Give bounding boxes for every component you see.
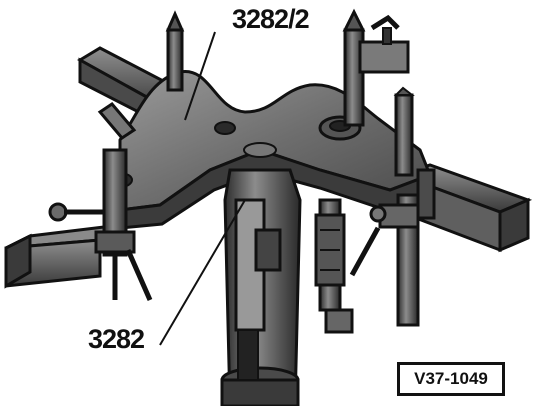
leader-line-upper (184, 31, 216, 121)
center-spindle (314, 198, 354, 334)
top-stud-left (165, 10, 185, 92)
part-label-3282: 3282 (88, 324, 145, 354)
part-label-3282-2: 3282/2 (232, 4, 310, 34)
left-upright (48, 102, 153, 302)
lift-column (220, 168, 302, 406)
top-clamp-right (342, 8, 410, 127)
figure-reference-box: V37-1049 (397, 362, 505, 396)
figure-reference-code: V37-1049 (414, 369, 488, 388)
right-uprights (349, 86, 436, 327)
arm-front-left (4, 222, 126, 289)
leader-line-lower (159, 199, 246, 346)
